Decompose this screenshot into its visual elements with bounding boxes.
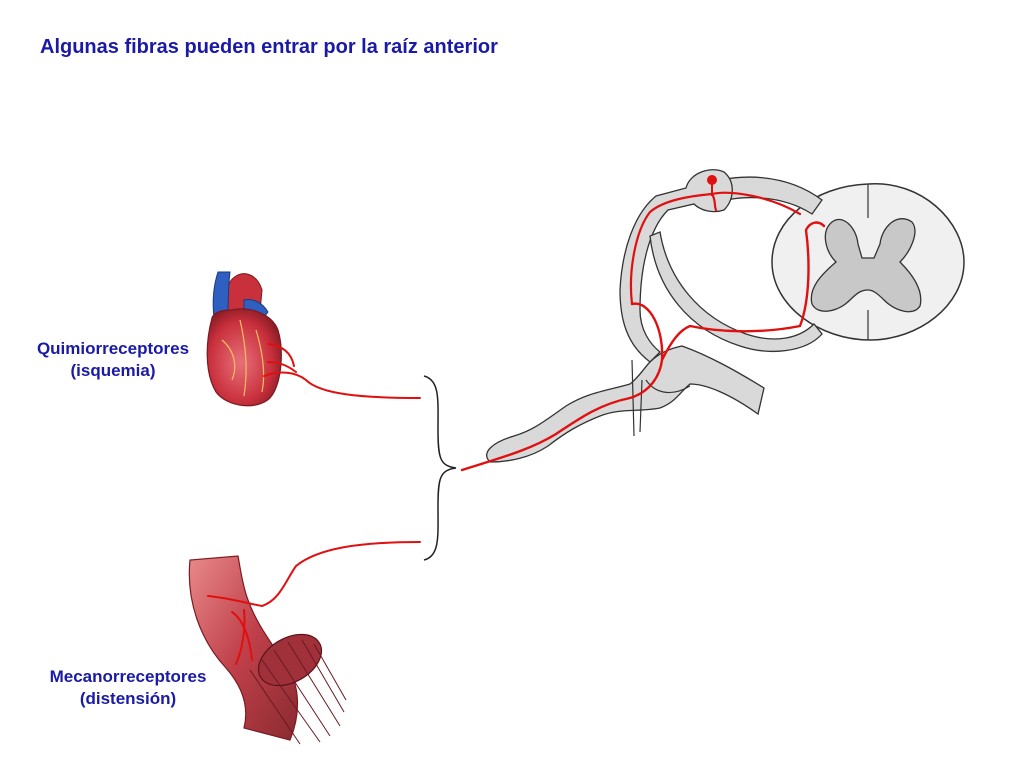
fiber-through-ganglion [629,191,802,306]
chemoreceptors-label: Quimiorreceptores (isquemia) [18,338,208,382]
heart-body [206,308,282,407]
heart-illustration [206,271,282,407]
afferent-fiber [460,175,826,472]
ventral-root [649,231,823,352]
convergence-bracket [423,375,457,561]
dorsal-root-ganglion [619,169,733,363]
intestine-folds [249,639,347,745]
nerve-structure [486,169,823,463]
slide-title: Algunas fibras pueden entrar por la raíz… [40,36,498,58]
intestine-illustration [188,555,347,745]
intestine-tube [188,555,299,741]
chemoreceptors-label-line1: Quimiorreceptores [36,339,190,358]
chemoreceptors-label-line2: (isquemia) [70,361,156,380]
mechanoreceptors-label-line2: (distensión) [79,689,177,708]
gray-matter [810,218,922,313]
mechanoreceptors-label-line1: Mecanorreceptores [49,667,207,686]
fiber-to-ventral-horn [460,221,826,472]
heart-fiber [263,343,421,399]
coronary-vessels [221,319,265,397]
intestine-fiber [207,541,421,665]
mechanoreceptors-label: Mecanorreceptores (distensión) [30,666,226,710]
spinal-nerve [486,345,765,463]
